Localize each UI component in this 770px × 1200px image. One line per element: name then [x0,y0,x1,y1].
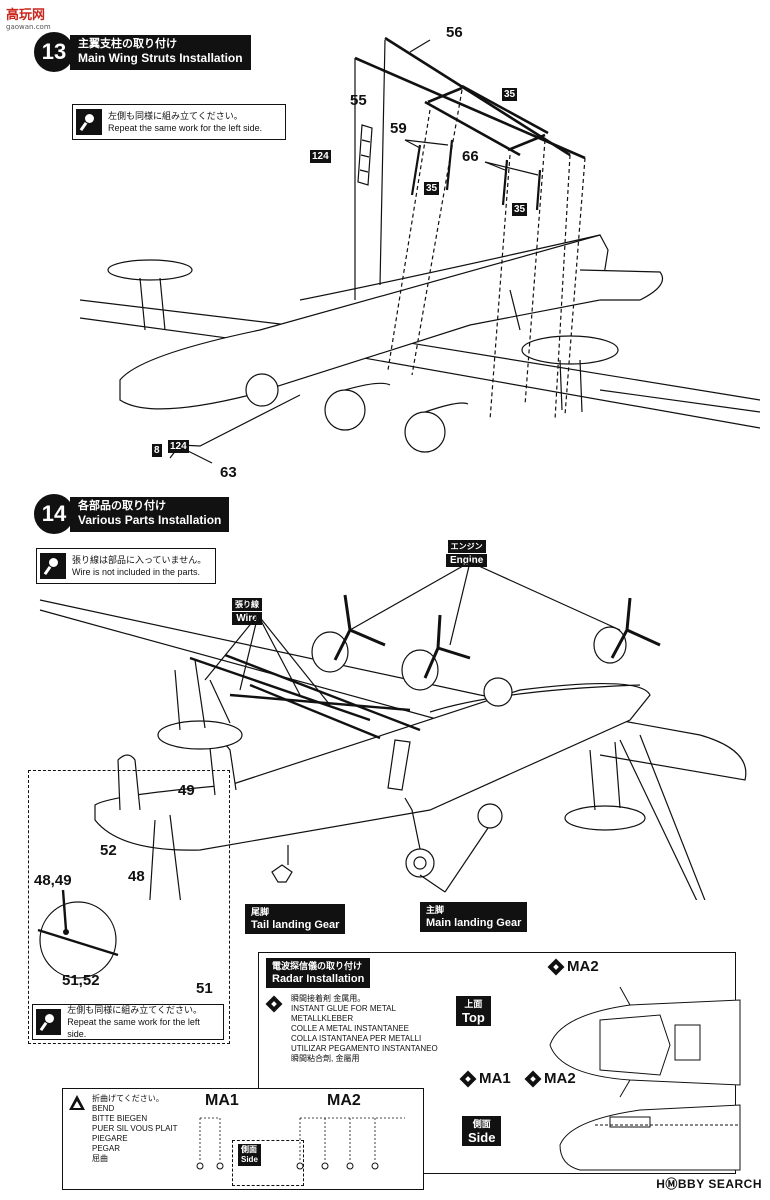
ma1-side-label: MA1 [459,1070,511,1087]
glue-icon [524,1070,542,1087]
step-14-title: 各部品の取り付け Various Parts Installation [70,496,230,532]
part-8-label: 8 [152,444,162,457]
part-55-label: 55 [350,92,367,109]
boxed-124-b: 124 [168,440,189,453]
note-icon [76,109,102,135]
glue-note: 瞬間接着剤 金属用。 INSTANT GLUE FOR METAL METALL… [265,994,438,1064]
step-13-drawing [79,36,761,464]
part-59-label: 59 [390,120,407,137]
step-14-drawing [39,561,747,900]
part-52-label: 52 [100,842,117,859]
radar-views-drawing [549,986,741,1171]
note-icon [40,553,66,579]
part-48-label: 48 [128,868,145,885]
step-13-note: 左側も同様に組み立てください。Repeat the same work for … [72,104,286,140]
step-14-header: 14 各部品の取り付け Various Parts Installation [34,494,230,534]
step-13-title: 主翼支柱の取り付け Main Wing Struts Installation [70,34,251,70]
inset-note: 左側も同様に組み立てください。Repeat the same work for … [32,1004,224,1040]
part-51-label: 51 [196,980,213,997]
ma2-bend-label: MA2 [327,1092,361,1109]
bend-note: 折曲げてください。 BEND BITTE BIEGEN PUER SIL VOU… [68,1094,178,1164]
step-14-number: 14 [34,494,74,534]
boxed-35-c: 35 [512,203,528,216]
part-51-52-label: 51,52 [62,972,100,989]
inset-detail-drawing [37,889,119,979]
side-detail-box [232,1140,304,1186]
bend-icon [69,1095,85,1110]
hobbysearch-logo: HⓂBBY SEARCH [656,1177,762,1191]
ma2-side-label: MA2 [524,1070,576,1087]
boxed-124-a: 124 [310,150,331,163]
glue-icon [265,995,283,1013]
part-63-label: 63 [220,464,237,481]
ma1-bend-label: MA1 [205,1092,239,1109]
ma2-top-label: MA2 [547,958,599,975]
glue-icon [459,1070,477,1087]
antenna-parts-drawing [196,1117,405,1170]
boxed-35-a: 35 [502,88,518,101]
note-icon [36,1009,62,1035]
part-56-label: 56 [446,24,463,41]
tail-strut-inset [28,770,230,1044]
bend-panel [62,1088,424,1190]
step-14-note: 張り線は部品に入っていません。Wire is not included in t… [36,548,216,584]
glue-icon [547,958,565,975]
boxed-35-b: 35 [424,182,440,195]
step-13-header: 13 主翼支柱の取り付け Main Wing Struts Installati… [34,32,251,72]
part-49-label: 49 [178,782,195,799]
part-66-label: 66 [462,148,479,165]
part-48-49-label: 48,49 [34,872,72,889]
